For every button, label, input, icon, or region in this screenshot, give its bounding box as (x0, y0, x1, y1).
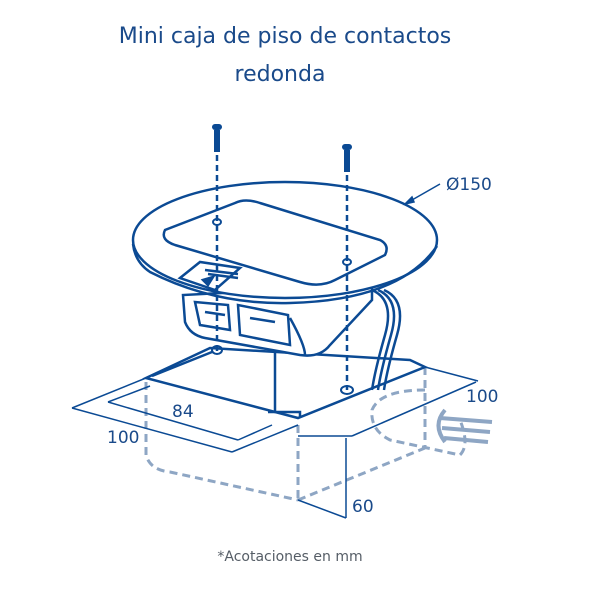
dimension-84: 84 (172, 402, 194, 422)
round-lid (131, 180, 439, 305)
dimension-100-width: 100 (107, 428, 139, 448)
box-body (181, 283, 374, 357)
cable-stub-icon (436, 408, 493, 444)
screw-right-icon (340, 144, 354, 395)
diagram-title-line1: Mini caja de piso de contactos (118, 24, 452, 49)
diagram-title-line2: redonda (234, 62, 326, 87)
diameter-label: Ø150 (446, 175, 492, 195)
diameter-leader (402, 183, 441, 206)
dimension-60-height: 60 (352, 497, 374, 517)
dimension-100-depth: 100 (466, 387, 498, 407)
units-footnote: *Acotaciones en mm (217, 549, 363, 565)
screw-left-icon (211, 124, 223, 355)
installation-volume-outline (144, 367, 467, 502)
cables (370, 288, 402, 391)
dimension-lines (71, 366, 479, 519)
